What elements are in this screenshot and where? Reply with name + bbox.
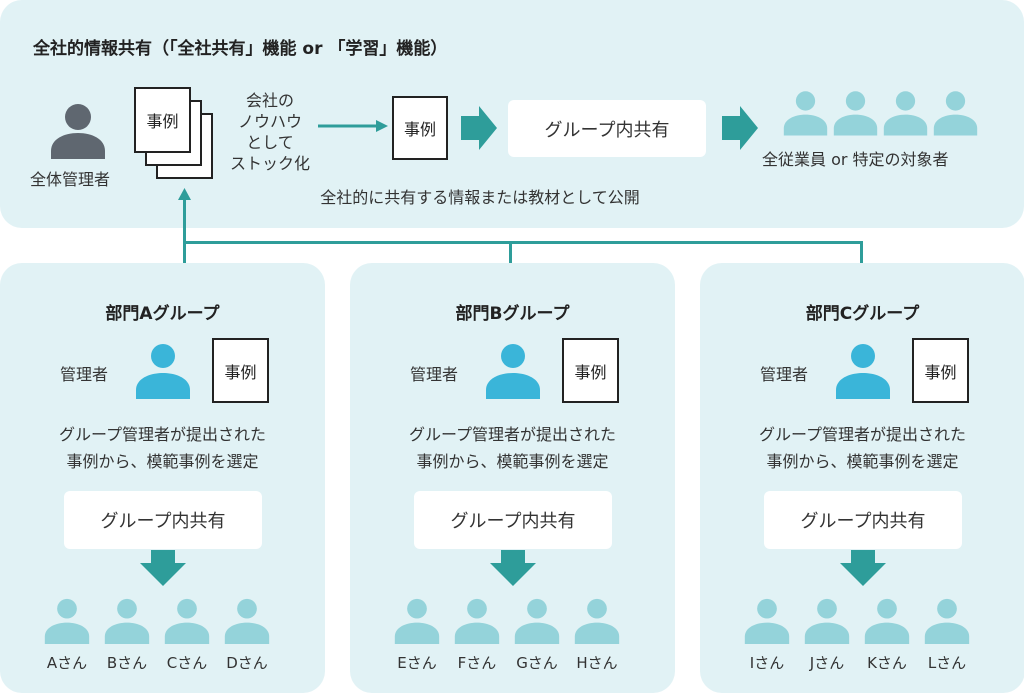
connector-b [509, 241, 512, 265]
member-name: Cさん [166, 654, 208, 672]
arrow-down-icon [140, 550, 186, 586]
group-share-box: グループ内共有 [764, 491, 962, 549]
member: Dさん [220, 598, 274, 673]
group-share-box: グループ内共有 [414, 491, 612, 549]
member-name: Iさん [749, 654, 785, 672]
member-name: Aさん [46, 654, 88, 672]
big-arrow-right-icon [461, 106, 497, 150]
member: Eさん [390, 598, 444, 673]
member-name: Jさん [809, 654, 845, 672]
member-person-icon [804, 598, 850, 644]
target-label: 全従業員 or 特定の対象者 [762, 150, 949, 169]
member-person-icon [514, 598, 560, 644]
member-person-icon [864, 598, 910, 644]
manager-label: 管理者 [410, 365, 459, 384]
member-name: Lさん [927, 654, 967, 672]
member: Aさん [40, 598, 94, 673]
stock-line: ノウハウ [237, 112, 302, 131]
member: Gさん [510, 598, 564, 673]
manager-label: 管理者 [760, 365, 809, 384]
arrow-down-icon [490, 550, 536, 586]
case-doc: 事例 [212, 338, 269, 403]
member-person-icon [924, 598, 970, 644]
member: Iさん [740, 598, 794, 673]
description-line: グループ管理者が提出された [58, 425, 267, 444]
member-person-icon [744, 598, 790, 644]
group-title: 部門Aグループ [105, 304, 220, 324]
member: Kさん [860, 598, 914, 673]
employee-icon [883, 91, 928, 136]
group-panel: 部門Cグループ 管理者 事例 グループ管理者が提出された 事例から、模範事例を選… [700, 263, 1024, 693]
description-line: 事例から、模範事例を選定 [416, 452, 609, 471]
admin-person-icon [50, 103, 106, 159]
group-description: グループ管理者が提出された 事例から、模範事例を選定 [700, 421, 1024, 475]
member-person-icon [164, 598, 210, 644]
group-title: 部門Bグループ [455, 304, 570, 324]
stock-line: として [246, 133, 294, 152]
manager-person-icon [485, 343, 541, 399]
description-line: グループ管理者が提出された [758, 425, 967, 444]
description-line: グループ管理者が提出された [408, 425, 617, 444]
connector-vertical-main [183, 198, 186, 244]
member-name: Hさん [576, 654, 618, 672]
employee-icon [933, 91, 978, 136]
member: Cさん [160, 598, 214, 673]
member-name: Kさん [867, 654, 907, 672]
member-person-icon [454, 598, 500, 644]
member-list: Eさん Fさん Gさん Hさん [390, 598, 624, 673]
caption: 全社的に共有する情報または教材として公開 [320, 188, 640, 207]
connector-a [183, 241, 186, 265]
member-person-icon [574, 598, 620, 644]
arrow-down-icon [840, 550, 886, 586]
panel-title: 全社的情報共有（「全社共有」機能 or 「学習」機能） [33, 39, 448, 59]
case-doc: 事例 [562, 338, 619, 403]
group-title: 部門Cグループ [805, 304, 920, 324]
member-list: Iさん Jさん Kさん Lさん [740, 598, 974, 673]
admin-label: 全体管理者 [30, 170, 111, 189]
employee-icon [783, 91, 828, 136]
manager-person-icon [135, 343, 191, 399]
member-person-icon [394, 598, 440, 644]
connector-c [860, 241, 863, 265]
member: Lさん [920, 598, 974, 673]
member-person-icon [104, 598, 150, 644]
arrow-right-icon [318, 119, 388, 133]
stock-line: ストック化 [229, 154, 310, 173]
employees-icon-group [783, 90, 978, 136]
arrow-up-icon [178, 188, 191, 200]
description-line: 事例から、模範事例を選定 [66, 452, 259, 471]
connector-horizontal [183, 241, 863, 244]
group-panel: 部門Bグループ 管理者 事例 グループ管理者が提出された 事例から、模範事例を選… [350, 263, 675, 693]
member-person-icon [224, 598, 270, 644]
member-name: Bさん [106, 654, 148, 672]
manager-label: 管理者 [60, 365, 109, 384]
case-doc: 事例 [912, 338, 969, 403]
stock-text: 会社の ノウハウ として ストック化 [220, 90, 320, 174]
description-line: 事例から、模範事例を選定 [766, 452, 959, 471]
member-name: Fさん [457, 654, 497, 672]
member: Fさん [450, 598, 504, 673]
stock-line: 会社の [245, 91, 294, 110]
company-wide-sharing-panel: 全社的情報共有（「全社共有」機能 or 「学習」機能） 全体管理者 事例 会社の… [0, 0, 1024, 228]
doc-stack-front: 事例 [134, 87, 191, 153]
published-doc: 事例 [392, 96, 448, 160]
member: Hさん [570, 598, 624, 673]
group-panel: 部門Aグループ 管理者 事例 グループ管理者が提出された 事例から、模範事例を選… [0, 263, 325, 693]
member: Jさん [800, 598, 854, 673]
member-name: Dさん [226, 654, 268, 672]
employee-icon [833, 91, 878, 136]
big-arrow-right-icon [722, 106, 758, 150]
group-description: グループ管理者が提出された 事例から、模範事例を選定 [0, 421, 325, 475]
member-person-icon [44, 598, 90, 644]
member: Bさん [100, 598, 154, 673]
member-name: Eさん [397, 654, 437, 672]
manager-person-icon [835, 343, 891, 399]
share-box: グループ内共有 [508, 100, 706, 157]
member-list: Aさん Bさん Cさん Dさん [40, 598, 274, 673]
group-description: グループ管理者が提出された 事例から、模範事例を選定 [350, 421, 675, 475]
member-name: Gさん [516, 654, 558, 672]
group-share-box: グループ内共有 [64, 491, 262, 549]
